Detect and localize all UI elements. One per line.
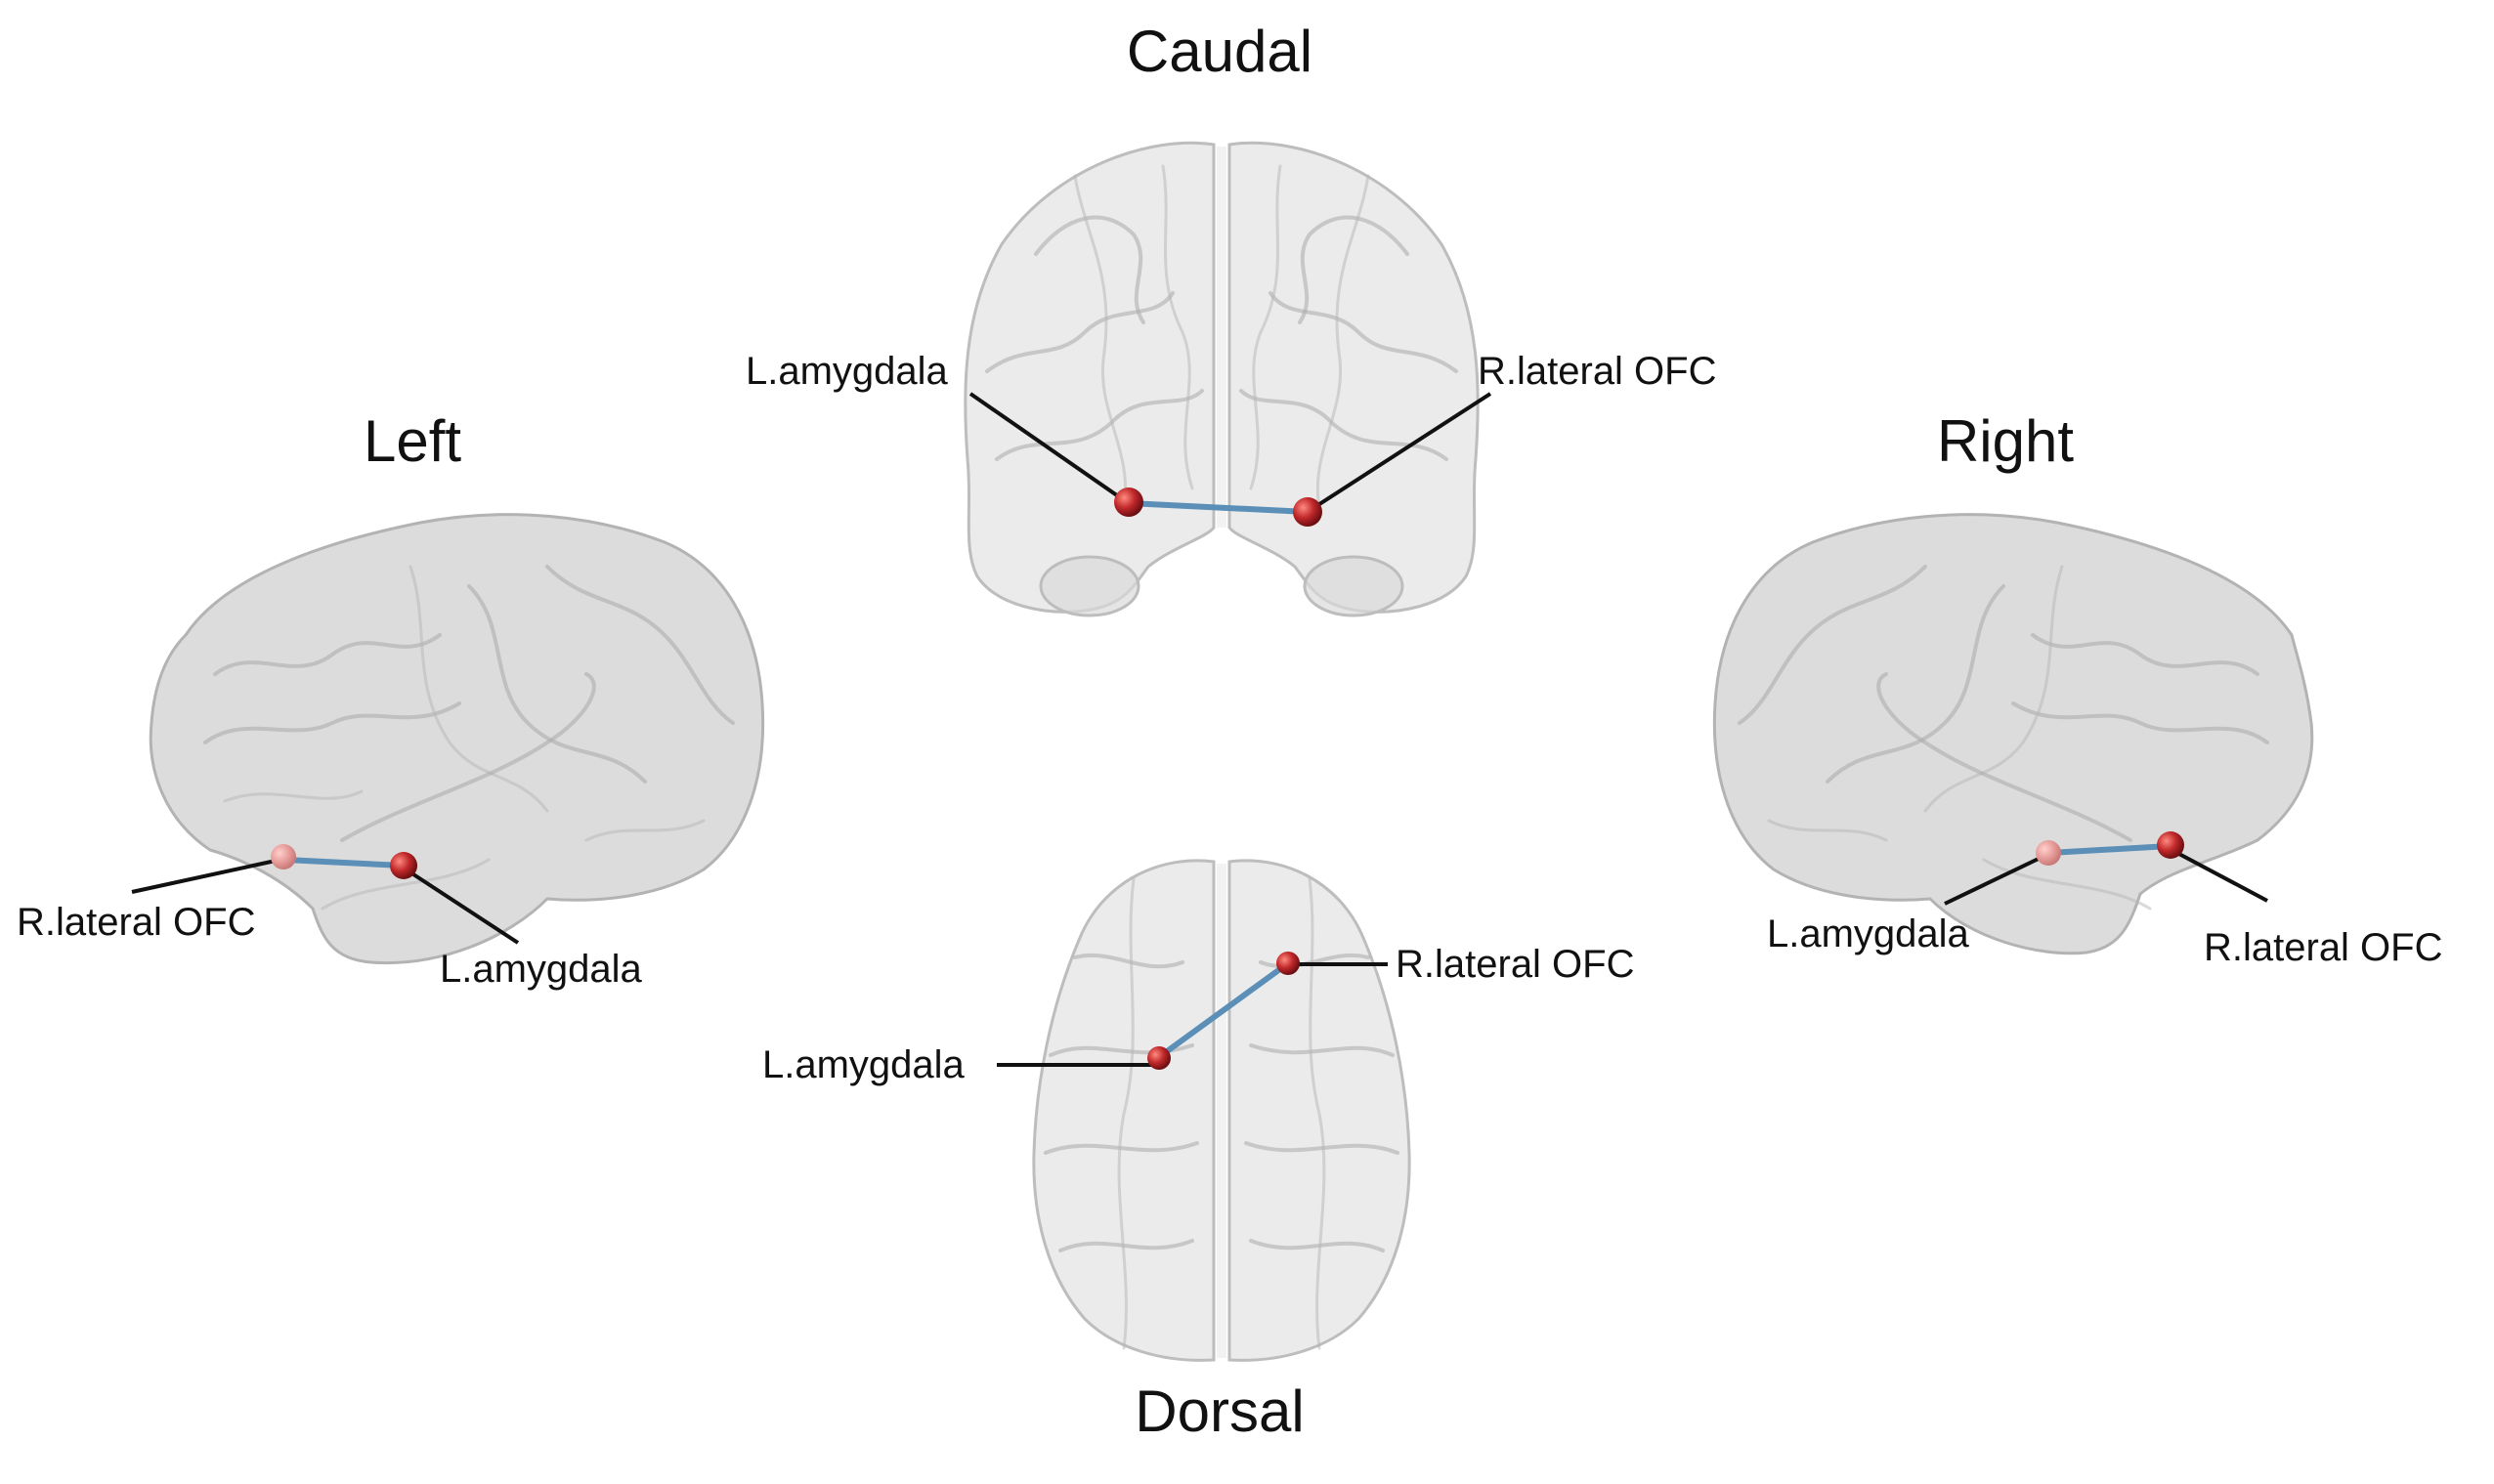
left-r-lateral-ofc-label: R.lateral OFC <box>17 901 256 944</box>
left-r-lateral-ofc-leader <box>131 859 277 894</box>
left-l-amygdala-leader <box>408 870 520 945</box>
caudal-r-lateral-ofc-leader <box>1312 392 1492 510</box>
right-l-amygdala-label: L.amygdala <box>1767 912 1970 955</box>
dorsal-connection-edge <box>1156 960 1291 1060</box>
left-title: Left <box>364 408 461 474</box>
caudal-brain <box>964 141 1480 617</box>
right-r-lateral-ofc-label: R.lateral OFC <box>2204 926 2443 969</box>
right-l-amygdala-leader <box>1944 855 2043 906</box>
right-hemisphere-lateral <box>1712 513 2314 955</box>
caudal-l-amygdala-leader <box>968 392 1126 502</box>
dorsal-title: Dorsal <box>1135 1378 1304 1444</box>
caudal-left-cerebellum <box>1039 555 1140 617</box>
caudal-left-hemisphere <box>964 141 1216 614</box>
right-view: Right L.amygdala R.lateral OFC <box>1712 408 2443 969</box>
dorsal-l-amygdala-node <box>1147 1046 1171 1070</box>
dorsal-l-amygdala-label: L.amygdala <box>762 1043 966 1086</box>
left-l-amygdala-node <box>390 852 417 879</box>
right-brain <box>1712 513 2314 955</box>
right-l-amygdala-node <box>2036 840 2061 866</box>
left-r-lateral-ofc-node <box>271 844 296 869</box>
dorsal-brain <box>1032 859 1411 1362</box>
caudal-connection-edge <box>1126 500 1311 515</box>
caudal-r-lateral-ofc-label: R.lateral OFC <box>1478 350 1717 393</box>
right-r-lateral-ofc-node <box>2157 831 2184 859</box>
caudal-right-hemisphere <box>1227 141 1480 614</box>
left-brain <box>149 513 765 965</box>
right-connection-edge <box>2046 843 2172 856</box>
dorsal-r-lateral-ofc-node <box>1276 952 1300 975</box>
caudal-r-lateral-ofc-node <box>1293 497 1322 527</box>
left-view: Left R.lateral OFC L.amygdala <box>17 408 765 991</box>
right-r-lateral-ofc-leader <box>2174 850 2268 903</box>
caudal-title: Caudal <box>1127 19 1312 84</box>
caudal-view: Caudal L.amygdala R.lateral OFC <box>746 19 1717 617</box>
dorsal-view: Dorsal R.lateral OFC L.amygdala <box>762 859 1635 1444</box>
left-hemisphere-lateral <box>149 513 765 965</box>
caudal-l-amygdala-node <box>1114 488 1143 517</box>
caudal-l-amygdala-label: L.amygdala <box>746 350 949 393</box>
dorsal-r-lateral-ofc-label: R.lateral OFC <box>1396 943 1635 986</box>
left-connection-edge <box>282 857 406 869</box>
left-l-amygdala-label: L.amygdala <box>440 948 643 991</box>
right-title: Right <box>1937 408 2074 474</box>
caudal-right-cerebellum <box>1303 555 1404 617</box>
